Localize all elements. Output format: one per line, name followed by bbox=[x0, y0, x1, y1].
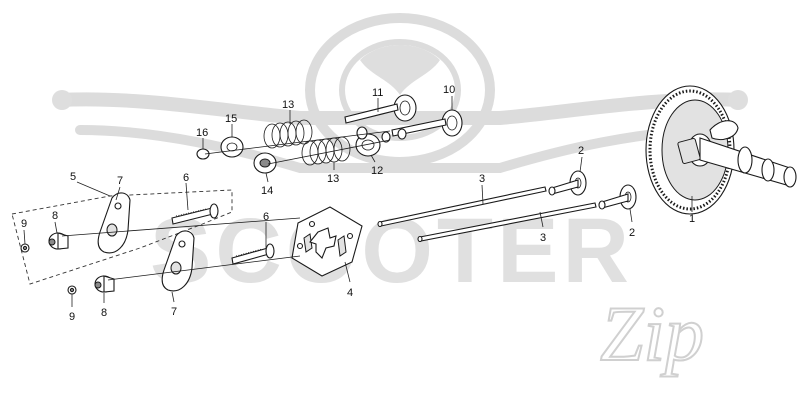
callout-8-upper: 8 bbox=[52, 210, 58, 222]
callout-1: 1 bbox=[689, 213, 695, 225]
callout-3-lower: 3 bbox=[540, 232, 546, 244]
part-push-rod-lower bbox=[417, 202, 597, 243]
assembly-rocker-upper-outline bbox=[11, 189, 233, 285]
callout-7-lower: 7 bbox=[171, 306, 177, 318]
callout-3-upper: 3 bbox=[479, 173, 485, 185]
watermark-brand-text: SCOOTER bbox=[150, 200, 633, 302]
part-spring-retainer bbox=[355, 126, 381, 157]
part-retainer-lower bbox=[253, 152, 277, 174]
watermark-scooter-silhouette bbox=[52, 13, 748, 173]
callout-11: 11 bbox=[372, 87, 383, 99]
callout-9-lower: 9 bbox=[69, 311, 75, 323]
part-retainer-upper bbox=[220, 136, 244, 158]
callout-5: 5 bbox=[70, 171, 76, 183]
callout-4: 4 bbox=[347, 287, 353, 299]
part-nut-upper bbox=[20, 243, 30, 253]
part-nut-lower bbox=[67, 285, 77, 295]
callout-2-lower: 2 bbox=[629, 227, 635, 239]
callout-8-lower: 8 bbox=[101, 307, 107, 319]
callout-16: 16 bbox=[196, 127, 208, 139]
leader-lines bbox=[23, 96, 693, 307]
callout-7-upper: 7 bbox=[117, 175, 123, 187]
callout-12: 12 bbox=[371, 165, 383, 177]
part-pivot-upper bbox=[48, 232, 69, 250]
part-valve-seal-small bbox=[381, 128, 407, 143]
alignment-lines bbox=[61, 130, 391, 281]
part-rocker-arm-lower bbox=[161, 230, 195, 292]
watermark: SCOOTER Zip bbox=[52, 13, 748, 378]
part-valve-spring-upper bbox=[263, 119, 313, 149]
callout-9-upper: 9 bbox=[21, 218, 27, 230]
part-tappet-upper bbox=[548, 170, 587, 196]
watermark-script-text: Zip bbox=[600, 290, 704, 377]
callout-14: 14 bbox=[261, 185, 273, 197]
part-push-rod-upper bbox=[377, 186, 547, 228]
callout-6-lower: 6 bbox=[263, 211, 269, 223]
part-rocker-stud-lower bbox=[231, 243, 275, 265]
part-rocker-arm-upper bbox=[97, 192, 131, 254]
part-camshaft-gear bbox=[645, 85, 797, 215]
callout-13-lower: 13 bbox=[327, 173, 339, 185]
callout-15: 15 bbox=[225, 113, 237, 125]
callout-10: 10 bbox=[443, 84, 455, 96]
part-rocker-stud-upper bbox=[171, 203, 219, 225]
callout-13-upper: 13 bbox=[282, 99, 294, 111]
part-tappet-lower bbox=[598, 184, 637, 210]
part-valve-intake bbox=[344, 94, 417, 124]
callout-2-upper: 2 bbox=[578, 145, 584, 157]
callout-6-upper: 6 bbox=[183, 172, 189, 184]
part-pivot-lower bbox=[94, 275, 115, 293]
callout-labels: 1 2 2 3 3 4 5 6 6 7 7 8 8 9 9 10 11 12 1… bbox=[21, 84, 695, 323]
part-guide-plate bbox=[291, 206, 363, 277]
